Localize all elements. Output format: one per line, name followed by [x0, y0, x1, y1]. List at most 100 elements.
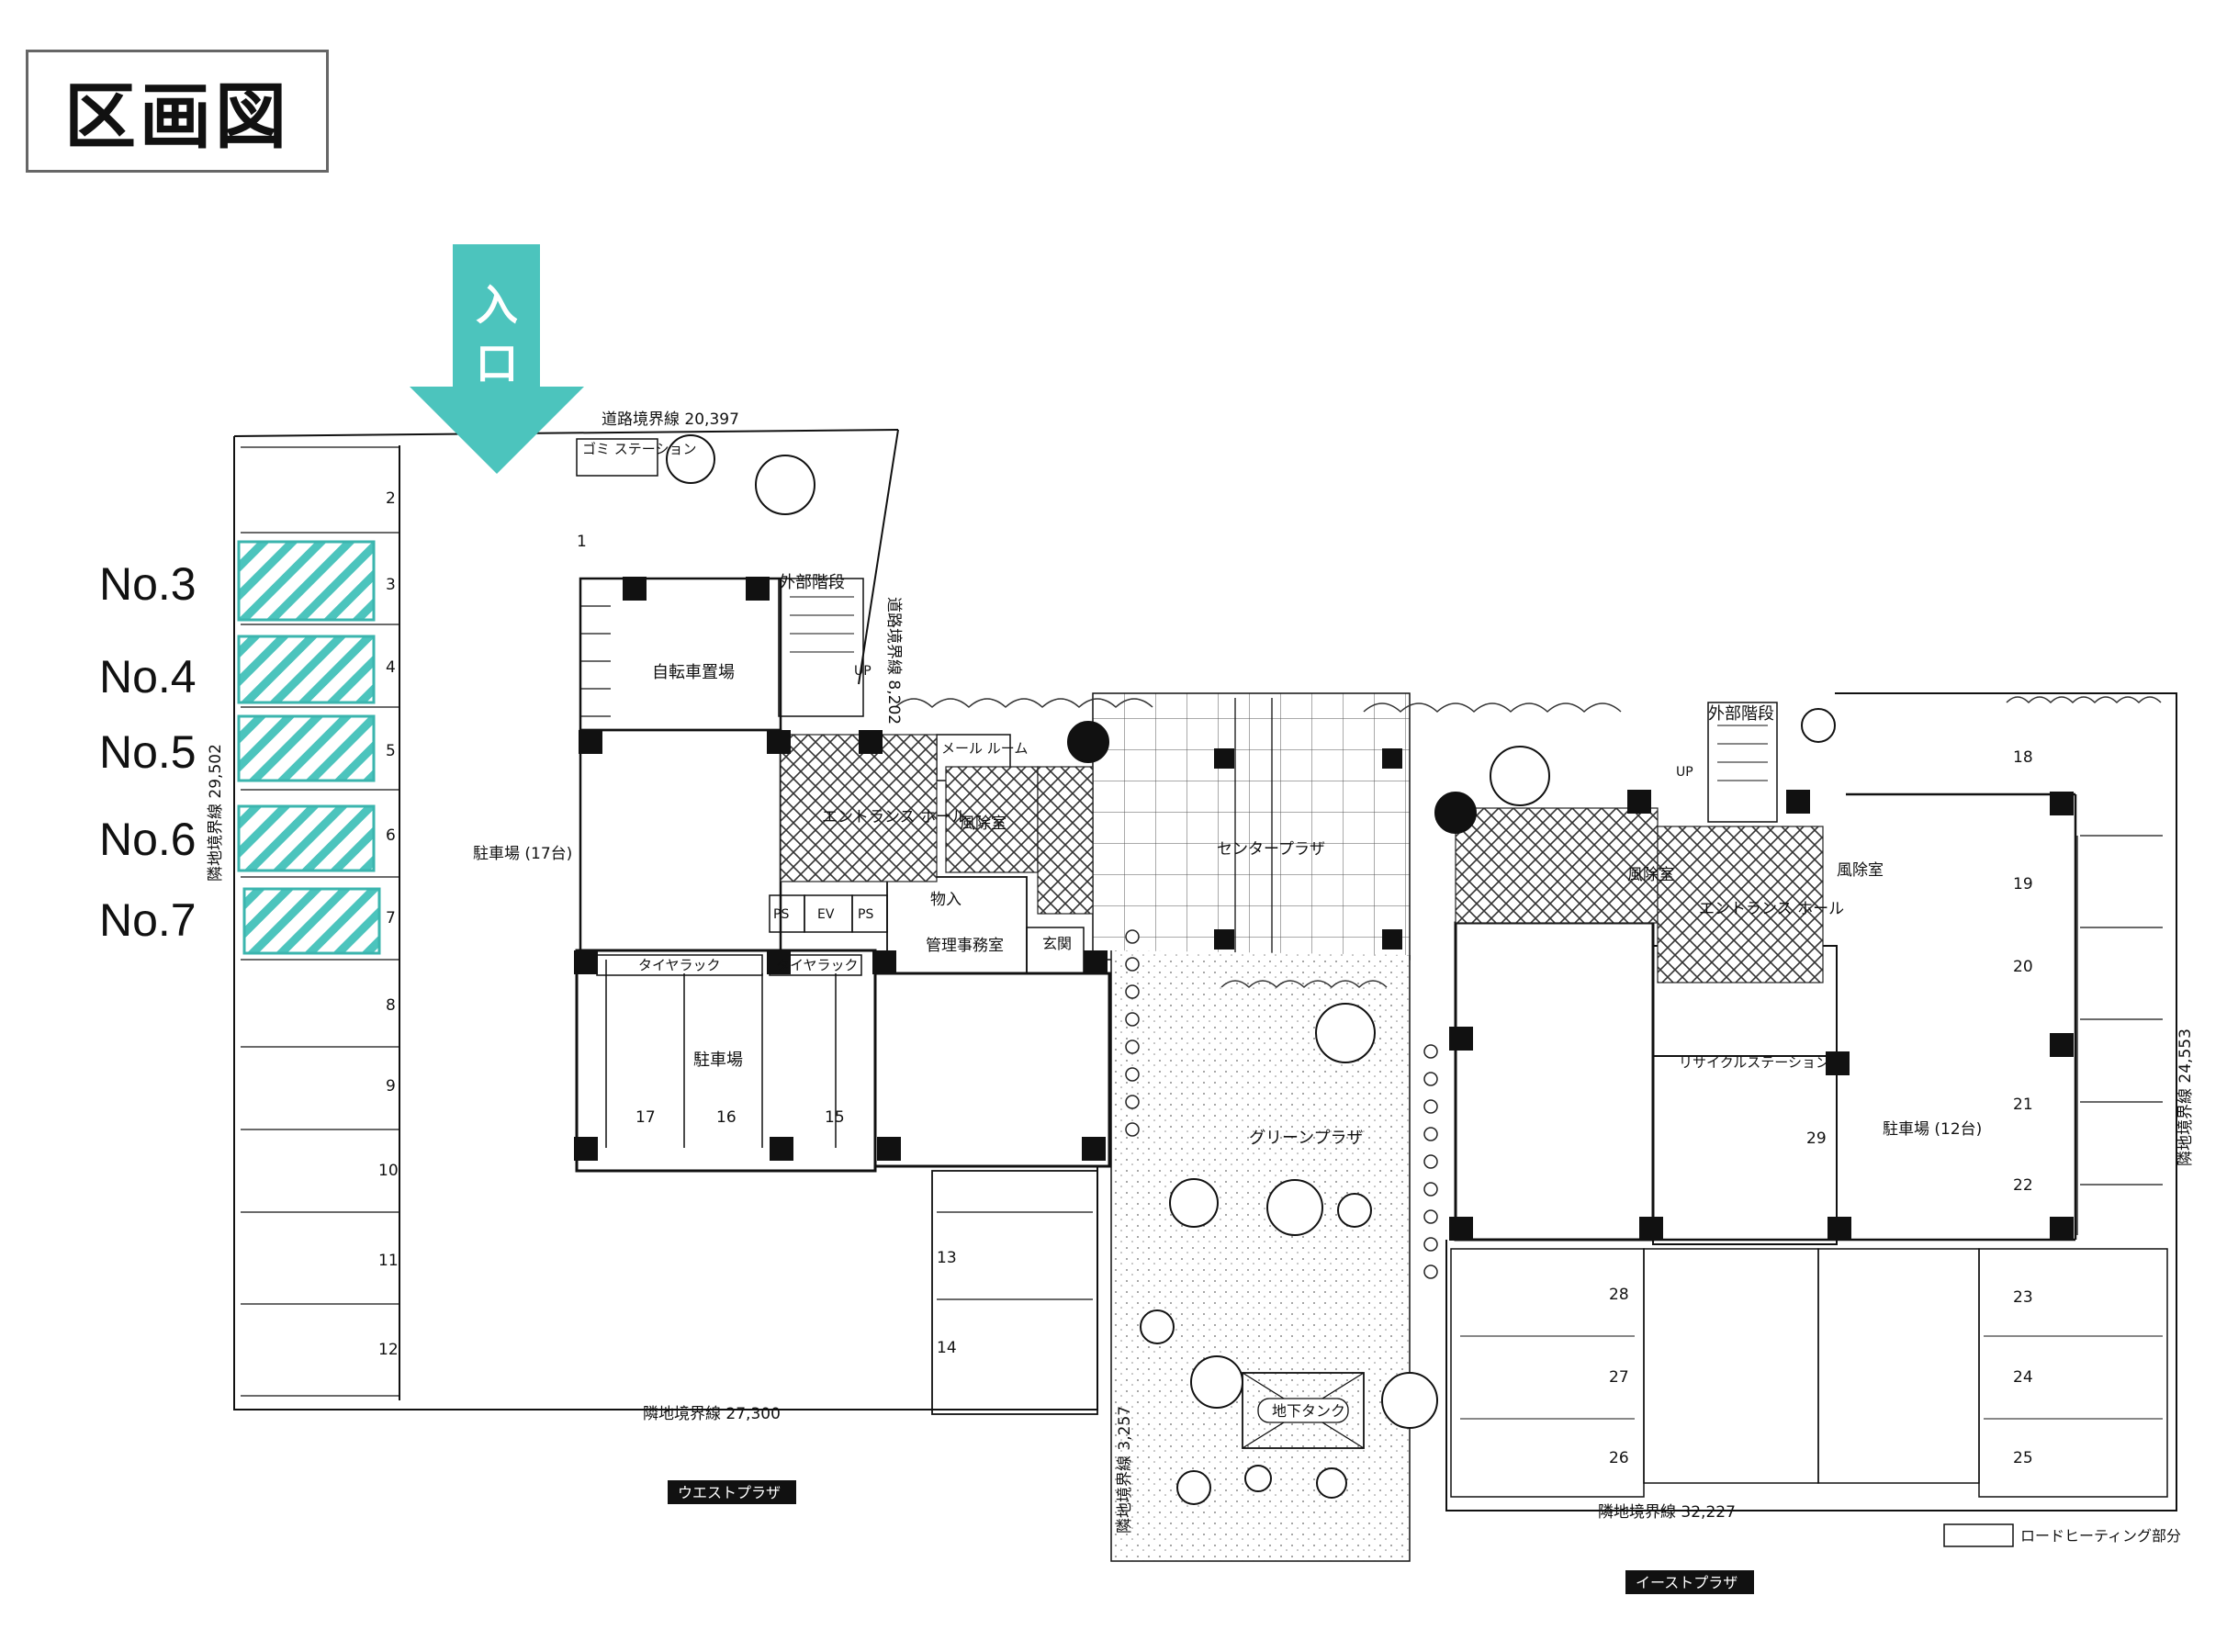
storage-label: 物入: [930, 891, 962, 909]
green-plaza-label: グリーンプラザ: [1249, 1129, 1364, 1148]
center-plaza-label: センタープラザ: [1217, 840, 1325, 859]
recycle-station-label: リサイクルステーション: [1679, 1054, 1829, 1071]
highlight-space-7: [242, 887, 381, 955]
boundary-bottom-east-text: 隣地境界線 32,227: [1598, 1503, 1736, 1522]
bicycle-parking-room: [579, 577, 782, 732]
east-site-outline: [1445, 692, 2177, 1512]
underground-tank-label: 地下タンク: [1272, 1402, 1345, 1420]
space-number: 10: [378, 1162, 399, 1180]
space-number: 1: [577, 533, 587, 551]
space-label-no3: No.3: [99, 558, 197, 610]
tire-rack-1-label: タイヤラック: [638, 957, 721, 973]
outside-stairs-east: [1707, 702, 1778, 823]
up-label-2: UP: [1676, 765, 1693, 780]
west-top-boundary: [233, 429, 899, 437]
west-entrance-hall-area: [780, 734, 938, 882]
entrance-label-line2: 口: [476, 339, 518, 388]
vestibule-label: 玄関: [1042, 935, 1072, 952]
mail-room-label: メール ルーム: [941, 740, 1028, 757]
ps1-label: PS: [773, 907, 789, 922]
space-number: 23: [2013, 1288, 2033, 1307]
east-plaza-label: イーストプラザ: [1636, 1574, 1738, 1591]
center-west-room: [873, 972, 1111, 1168]
page-title: 区画図: [26, 50, 329, 173]
space-number: 29: [1806, 1129, 1827, 1148]
boundary-top-text: 道路境界線 20,397: [602, 410, 739, 429]
space-label-no6: No.6: [99, 814, 197, 865]
bicycle-parking-label: 自転車置場: [652, 663, 735, 682]
garbage-station-box: [576, 438, 658, 477]
ps2-label: PS: [858, 907, 873, 922]
wind-room-west-label: 風除室: [960, 815, 1007, 833]
space-number: 12: [378, 1341, 399, 1359]
space-number: 19: [2013, 875, 2033, 893]
space-number: 17: [635, 1108, 656, 1127]
space-number: 20: [2013, 958, 2033, 976]
boundary-right-top-text: 道路境界線 8,202: [884, 597, 903, 725]
center-plaza-box: [1092, 692, 1411, 961]
space-number: 18: [2013, 748, 2033, 767]
outside-stairs-east-label: 外部階段: [1708, 704, 1774, 724]
outside-stairs-west: [778, 578, 864, 717]
space-label-no5: No.5: [99, 726, 197, 778]
space-number: 24: [2013, 1368, 2033, 1387]
west-core-room: [579, 728, 782, 952]
highlight-space-5: [237, 714, 376, 782]
boundary-bottom-mid-text: 隣地境界線 3,257: [1116, 1406, 1134, 1534]
legend-label: ロードヒーティング部分: [2020, 1527, 2181, 1545]
tire-rack-2-label: タイヤラック: [776, 957, 859, 973]
space-number: 14: [937, 1339, 957, 1357]
boundary-bottom-west-text: 隣地境界線 27,300: [643, 1405, 781, 1423]
entrance-hall-east-label: エントランス ホール: [1699, 900, 1844, 918]
space-number: 13: [937, 1249, 957, 1267]
space-label-no4: No.4: [99, 651, 197, 702]
west-plaza-plaque: [668, 1480, 796, 1504]
entrance-label-line1: 入: [476, 280, 518, 330]
east-plaza-plaque: [1625, 1570, 1754, 1594]
space-number: 15: [825, 1108, 845, 1127]
space-number: 22: [2013, 1176, 2033, 1195]
west-parking-label: 駐車場 (17台): [473, 845, 572, 863]
space-number: 21: [2013, 1096, 2033, 1114]
space-number: 7: [386, 909, 396, 927]
space-number: 6: [386, 826, 396, 845]
east-parking-label: 駐車場 (12台): [1883, 1120, 1982, 1139]
inner-parking-label: 駐車場: [693, 1051, 743, 1070]
space-number: 26: [1609, 1449, 1629, 1467]
road-boundary-diagonal: [858, 429, 899, 685]
space-number: 16: [716, 1108, 737, 1127]
space-number: 25: [2013, 1449, 2033, 1467]
highlight-space-6: [237, 804, 376, 872]
space-number: 3: [386, 576, 396, 594]
legend-swatch: [1943, 1523, 2014, 1547]
outside-stairs-west-label: 外部階段: [779, 573, 845, 592]
space-number: 27: [1609, 1368, 1629, 1387]
east-entrance-hall-area: [1657, 826, 1824, 983]
underground-tank-box: [1242, 1372, 1365, 1449]
east-core-room: [1454, 921, 1655, 1242]
space-label-no7: No.7: [99, 894, 197, 946]
boundary-right-east-text: 隣地境界線 24,553: [2176, 1028, 2195, 1166]
space-number: 9: [386, 1077, 396, 1096]
wind-room-east-label-1: 風除室: [1627, 866, 1674, 884]
west-plaza-label: ウエストプラザ: [678, 1484, 781, 1501]
space-number: 4: [386, 658, 396, 677]
ev-label: EV: [817, 907, 835, 922]
highlight-space-3: [237, 540, 376, 622]
up-label-1: UP: [854, 664, 872, 679]
space-number: 8: [386, 996, 396, 1015]
space-number: 2: [386, 489, 396, 508]
space-number: 5: [386, 742, 396, 760]
space-number: 28: [1609, 1286, 1629, 1304]
entrance-hall-west-label: エントランス ホール: [822, 808, 967, 826]
south-parking-block: [931, 1170, 1098, 1415]
highlight-space-4: [237, 635, 376, 704]
entrance-arrow-icon: [410, 244, 584, 474]
wind-room-east-label-2: 風除室: [1837, 861, 1884, 880]
manager-office-label: 管理事務室: [926, 937, 1004, 955]
space-number: 11: [378, 1252, 399, 1270]
entrance-label: 入 口: [455, 275, 538, 393]
west-wind-room-area: [945, 766, 1039, 873]
garbage-station-label: ゴミ ステーション: [582, 441, 696, 457]
